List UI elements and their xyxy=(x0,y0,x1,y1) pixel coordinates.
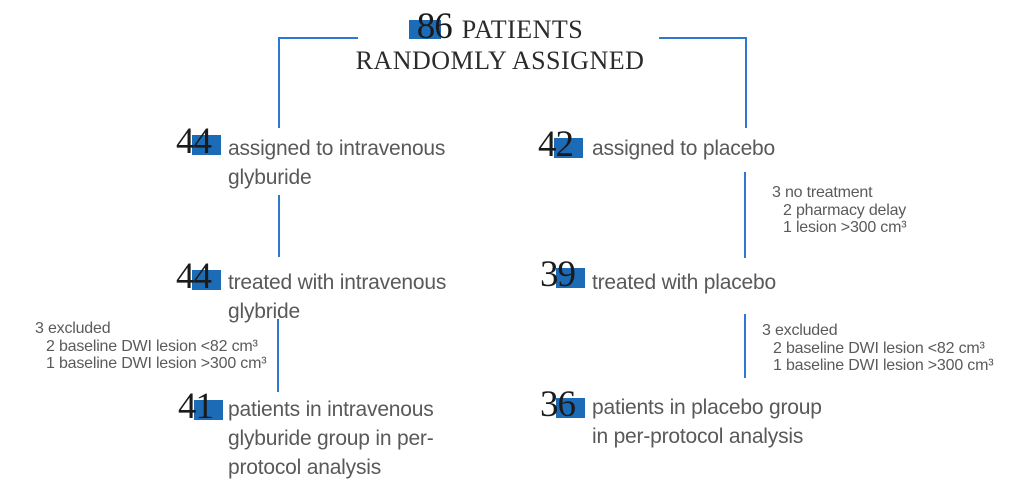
node-glyburide-assigned-count: 44 xyxy=(176,123,221,160)
count-highlight-square xyxy=(192,135,221,155)
header-line-1: 86 PATIENTS xyxy=(250,8,750,45)
node-glyburide-treated-label: treated with intravenous glybride xyxy=(228,271,447,323)
node-placebo-assigned-label: assigned to placebo xyxy=(592,137,776,160)
connector-right-vertical-2 xyxy=(744,172,746,258)
note-placebo-no-treatment: 3 no treatment 2 pharmacy delay 1 lesion… xyxy=(772,184,907,236)
header-title: 86 PATIENTS RANDOMLY ASSIGNED xyxy=(250,8,750,76)
count-highlight-square xyxy=(192,270,221,290)
header-title-text: PATIENTS xyxy=(461,15,584,44)
count-highlight-square xyxy=(194,400,223,420)
count-highlight-square xyxy=(556,268,585,288)
connector-top-right-horizontal xyxy=(659,37,747,39)
connector-right-vertical-3 xyxy=(744,314,746,378)
node-placebo-treated-count: 39 xyxy=(540,256,585,293)
node-placebo-per-protocol-count: 36 xyxy=(540,386,585,423)
node-glyburide-treated-count: 44 xyxy=(176,258,221,295)
connector-left-vertical-1 xyxy=(278,37,280,128)
node-glyburide-assigned-label: assigned to intravenous glyburide xyxy=(228,137,446,189)
connector-top-left-horizontal xyxy=(278,37,358,39)
node-placebo-treated-label: treated with placebo xyxy=(592,271,776,294)
count-highlight-square xyxy=(554,138,583,158)
node-placebo-per-protocol-label: patients in placebo group in per-protoco… xyxy=(592,396,822,448)
connector-left-vertical-3 xyxy=(277,319,279,392)
connector-right-vertical-1 xyxy=(745,37,747,128)
count-highlight-square xyxy=(556,398,585,418)
count-highlight-square xyxy=(408,20,441,39)
node-placebo-assigned-count: 42 xyxy=(538,126,583,163)
note-placebo-excluded: 3 excluded 2 baseline DWI lesion <82 cm³… xyxy=(762,322,994,374)
node-glyburide-per-protocol-count: 41 xyxy=(178,388,223,425)
connector-left-vertical-2 xyxy=(278,195,280,257)
node-glyburide-per-protocol-label: patients in intravenous glyburide group … xyxy=(228,398,434,479)
note-glyburide-excluded: 3 excluded 2 baseline DWI lesion <82 cm³… xyxy=(35,320,267,372)
header-count: 86 xyxy=(408,6,453,47)
header-line-2: RANDOMLY ASSIGNED xyxy=(355,46,645,75)
header-count-value: 86 xyxy=(416,6,453,47)
